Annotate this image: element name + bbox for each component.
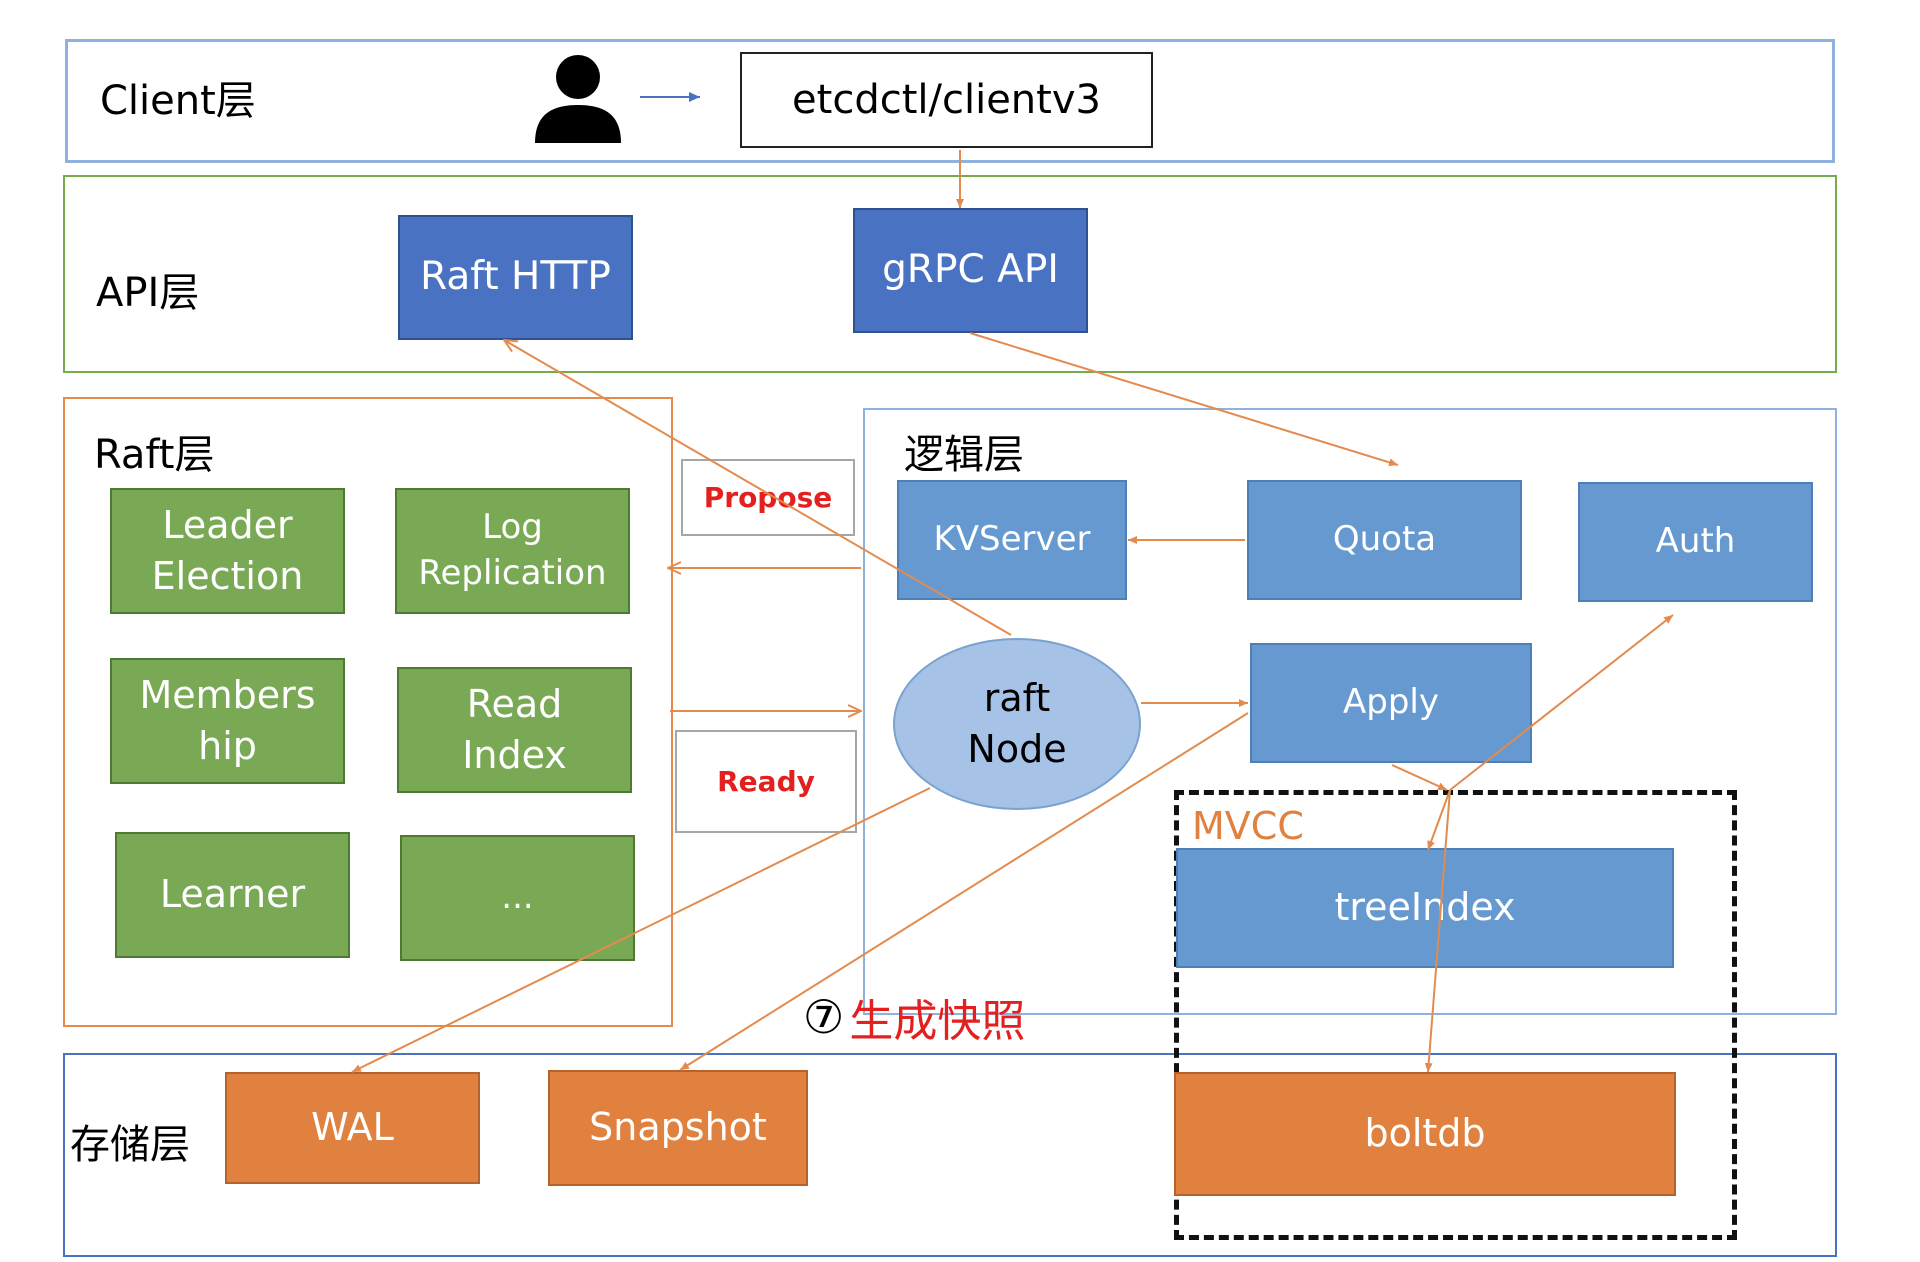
membership-line2: hip — [198, 724, 257, 768]
snapshot-box: Snapshot — [548, 1070, 808, 1186]
tree-index-box: treeIndex — [1176, 848, 1674, 968]
log-replication-line1: Log — [482, 507, 543, 548]
leader-election-line2: Election — [151, 554, 304, 598]
raft-http-box: Raft HTTP — [398, 215, 633, 340]
log-replication-box: Log Replication — [395, 488, 630, 614]
step-number: ⑦ — [803, 990, 845, 1044]
storage-layer-label: 存储层 — [70, 1122, 190, 1168]
leader-election-box: Leader Election — [110, 488, 345, 614]
client-layer-label: Client层 — [100, 78, 256, 124]
membership-box: Members hip — [110, 658, 345, 784]
step-text: 生成快照 — [849, 996, 1026, 1047]
client-layer — [65, 39, 1835, 163]
api-layer-label: API层 — [96, 270, 200, 316]
learner-box: Learner — [115, 832, 350, 958]
read-index-line1: Read — [466, 681, 563, 726]
propose-tag: Propose — [681, 459, 855, 536]
ready-tag: Ready — [675, 730, 857, 833]
leader-election-line1: Leader — [162, 502, 293, 547]
logic-layer-label: 逻辑层 — [904, 432, 1024, 478]
kvserver-box: KVServer — [897, 480, 1127, 600]
raft-node-ellipse: raft Node — [893, 638, 1141, 810]
boltdb-box: boltdb — [1174, 1072, 1676, 1196]
raft-node-line1: raft — [983, 675, 1051, 720]
read-index-line2: Index — [462, 733, 567, 777]
person-icon — [535, 55, 621, 143]
membership-line1: Members — [139, 672, 316, 717]
step-annotation: ⑦ 生成快照 — [803, 985, 1025, 1049]
quota-box: Quota — [1247, 480, 1522, 600]
ellipsis-box: ... — [400, 835, 635, 961]
raft-node-line2: Node — [967, 727, 1067, 771]
wal-box: WAL — [225, 1072, 480, 1184]
raft-layer-label: Raft层 — [94, 432, 215, 478]
mvcc-label: MVCC — [1192, 804, 1304, 848]
read-index-box: Read Index — [397, 667, 632, 793]
grpc-api-box: gRPC API — [853, 208, 1088, 333]
auth-box: Auth — [1578, 482, 1813, 602]
client-box: etcdctl/clientv3 — [740, 52, 1153, 148]
apply-box: Apply — [1250, 643, 1532, 763]
log-replication-line2: Replication — [418, 553, 607, 593]
